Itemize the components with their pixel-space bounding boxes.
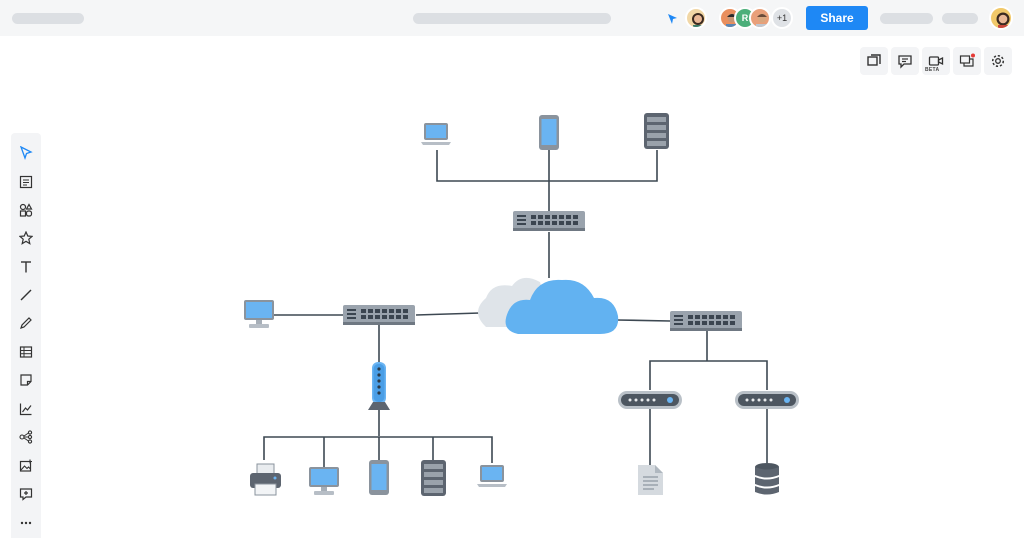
wireless-router[interactable] xyxy=(368,362,390,410)
chart-tool[interactable] xyxy=(17,400,35,418)
comment-button[interactable] xyxy=(891,47,919,75)
database-device[interactable] xyxy=(755,463,779,495)
mindmap-icon xyxy=(19,430,33,444)
toolbar-option-placeholder[interactable] xyxy=(880,13,933,24)
printer-device[interactable] xyxy=(250,463,281,496)
template-icon xyxy=(19,175,33,189)
export-button[interactable] xyxy=(860,47,888,75)
add-frame-tool[interactable] xyxy=(17,485,35,503)
more-collaborators-count: +1 xyxy=(776,13,788,23)
top-bar: R +1 Share xyxy=(0,0,1024,36)
chart-icon xyxy=(19,403,32,416)
network-switch[interactable] xyxy=(343,305,415,325)
comment-icon xyxy=(898,55,912,69)
more-icon xyxy=(20,521,32,525)
video-call-button[interactable] xyxy=(922,47,950,75)
laptop-device[interactable] xyxy=(477,465,507,487)
laptop-device[interactable] xyxy=(421,123,451,145)
document-title-placeholder[interactable] xyxy=(12,13,84,24)
mindmap-tool[interactable] xyxy=(17,428,35,446)
server-device[interactable] xyxy=(644,113,669,149)
network-switch[interactable] xyxy=(670,311,742,331)
collaborator-avatar[interactable] xyxy=(749,7,771,29)
pen-icon xyxy=(20,317,32,329)
text-tool[interactable] xyxy=(17,258,35,276)
more-collaborators-badge[interactable]: +1 xyxy=(771,7,793,29)
sticky-note-tool[interactable] xyxy=(17,371,35,389)
tablet-device[interactable] xyxy=(539,115,559,150)
shapes-icon xyxy=(19,203,33,217)
tablet-device[interactable] xyxy=(369,460,389,495)
network-switch[interactable] xyxy=(513,211,585,231)
more-tools-button[interactable] xyxy=(17,514,35,532)
current-user-avatar[interactable] xyxy=(685,7,707,29)
collaborator-initial: R xyxy=(741,13,749,23)
select-icon xyxy=(19,146,33,160)
table-tool[interactable] xyxy=(17,343,35,361)
cursor-icon xyxy=(667,12,678,30)
video-icon xyxy=(928,56,944,66)
line-tool[interactable] xyxy=(17,286,35,304)
add-frame-icon xyxy=(19,488,33,501)
template-tool[interactable] xyxy=(17,173,35,191)
export-icon xyxy=(867,54,881,66)
image-icon xyxy=(19,459,32,472)
star-icon xyxy=(19,231,33,245)
server-device[interactable] xyxy=(421,460,446,496)
sticker-tool[interactable] xyxy=(17,229,35,247)
text-icon xyxy=(21,261,31,273)
network-connections xyxy=(263,150,768,467)
chat-icon xyxy=(959,53,975,67)
sticky-note-icon xyxy=(20,374,32,386)
settings-button[interactable] xyxy=(984,47,1012,75)
settings-icon xyxy=(991,54,1005,68)
table-icon xyxy=(19,346,33,358)
toolbar-option-placeholder[interactable] xyxy=(942,13,978,24)
modem-device[interactable] xyxy=(618,391,682,409)
desktop-computer[interactable] xyxy=(244,300,274,328)
select-tool[interactable] xyxy=(17,144,35,162)
line-icon xyxy=(20,289,32,301)
share-button[interactable]: Share xyxy=(806,6,868,30)
pen-tool[interactable] xyxy=(17,314,35,332)
cloud-shape[interactable] xyxy=(478,277,619,334)
document-file[interactable] xyxy=(638,465,663,495)
user-profile-avatar[interactable] xyxy=(989,6,1013,30)
chat-button[interactable] xyxy=(953,47,981,75)
breadcrumb-placeholder[interactable] xyxy=(413,13,611,24)
desktop-computer[interactable] xyxy=(309,467,339,495)
shapes-tool[interactable] xyxy=(17,201,35,219)
image-tool[interactable] xyxy=(17,457,35,475)
beta-badge: BETA xyxy=(925,67,940,73)
modem-device[interactable] xyxy=(735,391,799,409)
